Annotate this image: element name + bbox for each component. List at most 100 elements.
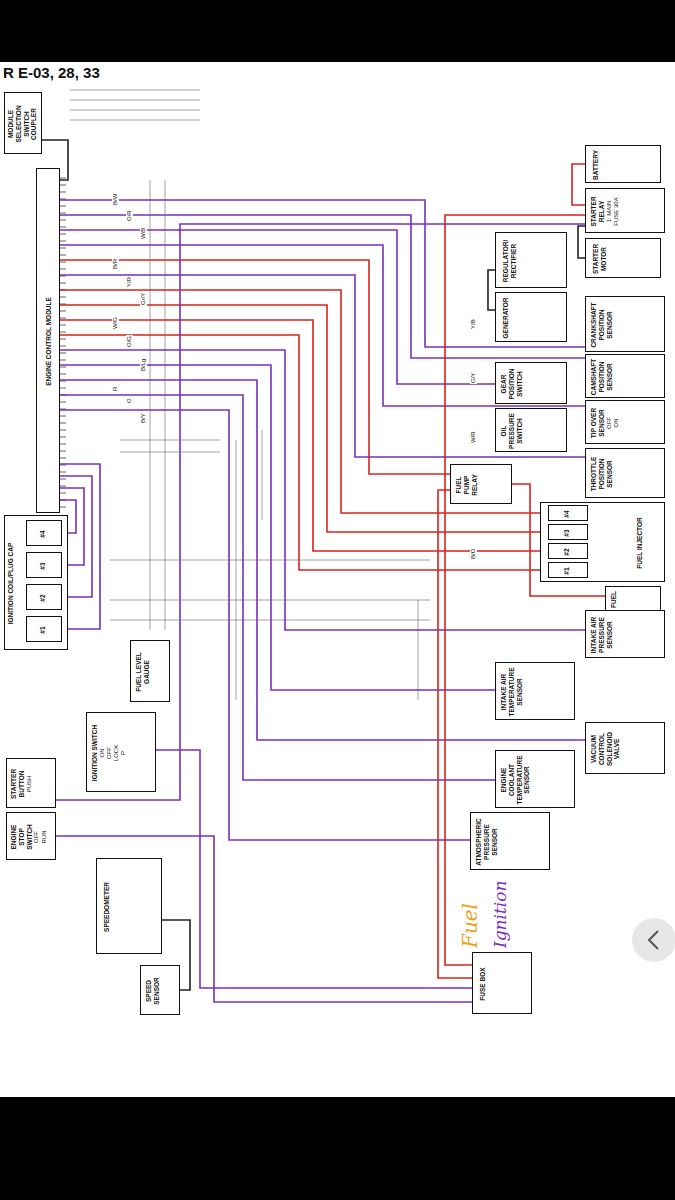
background-wires xyxy=(70,90,200,120)
switch-box: ENGINE STOP SWITCHOFFRUN xyxy=(6,812,56,860)
label-block: ENGINE STOP SWITCHOFFRUN xyxy=(10,816,48,858)
motor-box: STARTER MOTOR xyxy=(585,238,661,278)
wire-code: W/R xyxy=(470,430,477,444)
component-label: STARTER RELAY xyxy=(590,192,606,231)
component-label: #4 xyxy=(39,524,47,544)
ui-chevron xyxy=(649,931,658,949)
wire-code: B/R xyxy=(112,258,119,270)
terminal-label: OFF xyxy=(33,816,40,858)
wire-code: O xyxy=(126,397,133,404)
injector-group: FUEL INJECTOR #4 #3 #2 #1 xyxy=(540,502,665,582)
handwritten-note: Fuel xyxy=(460,903,480,948)
sensor-box: SPEED SENSOR xyxy=(140,965,180,1015)
component-label: #1 xyxy=(39,620,47,640)
wire xyxy=(60,275,585,457)
label-block: VACUUM CONTROL SOLENOID VALVE xyxy=(590,726,621,772)
sensor-box: CAMSHAFT POSITION SENSOR xyxy=(585,354,665,398)
switch-table: IGNITION SWITCHONOFFLOCKP xyxy=(86,712,156,792)
wire xyxy=(60,215,585,358)
wire xyxy=(56,836,472,1002)
fuse-box: FUSE BOX xyxy=(472,952,532,1014)
component-label: FUEL INJECTOR xyxy=(636,506,644,580)
component-label: OIL PRESSURE SWITCH xyxy=(500,412,523,450)
sensor-box: CRANKSHAFT POSITION SENSOR xyxy=(585,296,665,352)
label-block: #4 xyxy=(39,524,47,544)
component-label: STARTER BUTTON xyxy=(10,762,26,806)
label-block: TIP OVER SENSOROFFON xyxy=(590,404,620,442)
switch-box: OIL PRESSURE SWITCH xyxy=(495,408,567,452)
coil-box: #3 xyxy=(26,552,62,578)
component-label: CRANKSHAFT POSITION SENSOR xyxy=(590,300,613,350)
ui-button xyxy=(632,918,675,962)
label-block: INTAKE AIR TEMPERATURE SENSOR xyxy=(500,666,523,718)
wire xyxy=(445,215,585,965)
wire-code: B/Lg xyxy=(140,358,147,372)
label-block: FUEL INJECTOR xyxy=(636,506,644,580)
label-block: #1 xyxy=(563,566,571,576)
label-block: GENERATOR xyxy=(502,296,510,340)
terminal-label: RUN xyxy=(41,816,48,858)
battery-box: BATTERY xyxy=(585,145,661,183)
wire-code: O/R xyxy=(126,209,133,222)
ecm-pins xyxy=(60,172,66,510)
component-label: BATTERY xyxy=(592,149,600,181)
wire-code: W/B xyxy=(140,227,147,240)
component-label: GENERATOR xyxy=(502,296,510,340)
terminal-label: OFF xyxy=(606,404,613,442)
label-block: FUSE BOX xyxy=(479,956,487,1012)
label-block: REGULATOR/ RECTIFIER xyxy=(502,236,518,286)
component-label: MODULE SELECTION SWITCH COUPLER xyxy=(7,96,38,152)
component-label: GEAR POSITION SWITCH xyxy=(500,366,523,402)
component-label: #4 xyxy=(563,509,571,519)
coupler-box: MODULE SELECTION SWITCH COUPLER xyxy=(4,92,42,154)
component-label: THROTTLE POSITION SENSOR xyxy=(590,452,613,496)
component-label: TIP OVER SENSOR xyxy=(590,404,606,442)
terminal-label: PUSH xyxy=(26,762,33,806)
wire-code: Y/R xyxy=(126,276,133,288)
component-label: IGNITION SWITCH xyxy=(91,716,99,790)
wire xyxy=(60,380,585,740)
label-block: CAMSHAFT POSITION SENSOR xyxy=(590,358,613,396)
component-label: #3 xyxy=(39,556,47,576)
meter-box: SPEEDOMETER xyxy=(96,858,162,954)
wire xyxy=(60,305,548,532)
wire-code: B/Y xyxy=(140,412,147,424)
label-block: GEAR POSITION SWITCH xyxy=(500,366,523,402)
label-block: #2 xyxy=(39,588,47,608)
component-label: FUSE BOX xyxy=(479,956,487,1012)
wire-code: B/O xyxy=(470,548,477,560)
terminal-label: P xyxy=(120,716,127,790)
label-block: FUEL PUMP RELAY xyxy=(455,468,478,502)
label-block: OIL PRESSURE SWITCH xyxy=(500,412,523,450)
component-label: ENGINE COOLANT TEMPERATURE SENSOR xyxy=(500,754,531,806)
switch-box: GEAR POSITION SWITCH xyxy=(495,362,567,404)
label-block: INTAKE AIR PRESSURE SENSOR xyxy=(590,614,613,656)
label-block: #4 xyxy=(563,509,571,519)
coil-box: #2 xyxy=(26,584,62,610)
wire xyxy=(60,365,495,690)
wire xyxy=(572,164,585,205)
label-block: FUEL xyxy=(610,590,618,609)
injector-box: #4 xyxy=(548,505,588,521)
handwritten-note: Ignition xyxy=(492,881,509,948)
wire-code: W/G xyxy=(112,316,119,330)
relay-box: FUEL PUMP RELAY xyxy=(450,464,512,504)
regulator-box: REGULATOR/ RECTIFIER xyxy=(495,232,567,288)
injector-box: #2 xyxy=(548,543,588,559)
component-label: INTAKE AIR PRESSURE SENSOR xyxy=(590,614,613,656)
wire xyxy=(60,200,585,347)
wire xyxy=(60,320,548,551)
component-label: ENGINE STOP SWITCH xyxy=(10,816,33,858)
sensor-box: INTAKE AIR PRESSURE SENSOR xyxy=(585,610,665,658)
terminal-label: ON xyxy=(613,404,620,442)
component-label: FUEL PUMP RELAY xyxy=(455,468,478,502)
component-label: FUEL LEVEL GAUGE xyxy=(135,644,151,700)
label-block: #1 xyxy=(39,620,47,640)
wire-code: O/G xyxy=(126,335,133,348)
sensor-box: ATMOSPHERIC PRESSURE SENSOR xyxy=(470,812,550,870)
label-block: #3 xyxy=(563,528,571,538)
component-label: ATMOSPHERIC PRESSURE SENSOR xyxy=(475,816,498,868)
generator-box: GENERATOR xyxy=(495,292,567,342)
